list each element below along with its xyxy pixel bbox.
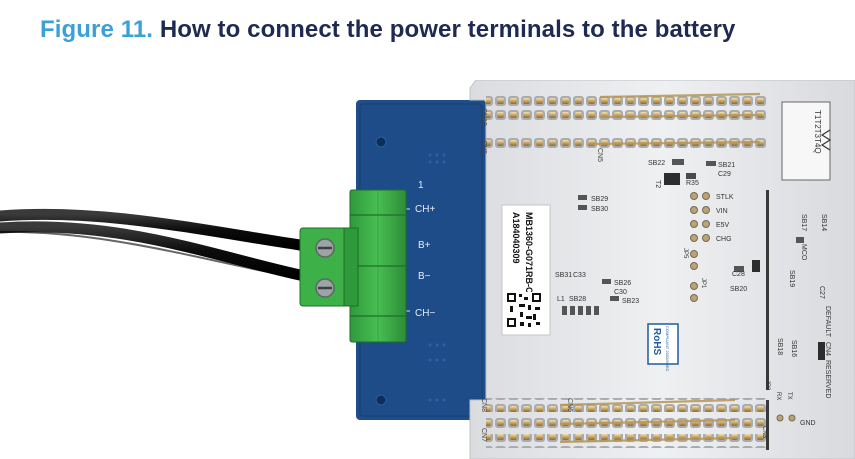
board-photo: 1 CH+ B+ B− CH− [0,80,855,459]
l1-label: L1 [557,296,565,303]
rohs-text: RoHS [651,328,662,356]
mco-label: MCO [800,244,807,261]
connector-ch-plus-label: CH+ [415,204,435,215]
c30-label: C30 [614,289,627,296]
rx-label: RX [775,392,781,400]
cn10-label: CN10 [480,108,487,126]
terminal-plug-cable-side [299,227,359,307]
sb29-label: SB29 [591,196,608,203]
figure-number: Figure 11. [40,16,154,43]
nucleo-board: CN10 CN9 CN5 CN8 CN6 CN7 T1T2T3T4Q SB22 … [469,80,855,459]
cn6-label: CN6 [566,398,573,412]
figure-title: How to connect the power terminals to th… [159,16,736,43]
reserved-label: RESERVED [824,360,831,398]
sb16-label: SB16 [790,340,797,357]
sb26-label: SB26 [614,280,631,287]
cn4-label: CN4 [824,342,831,356]
connector-b-minus-label: B− [418,271,431,282]
gnd-label: GND [800,420,816,427]
e5v-label: E5V [716,222,730,229]
rohs-sub-text: COMPLIANT 2002/95/EC [665,326,670,372]
r35-label: R35 [686,180,699,187]
sb30-label: SB30 [591,206,608,213]
sb31-label: SB31 [555,272,572,279]
qr-code [506,292,542,328]
cn3-label: CN3 [761,426,767,439]
cn9-label: CN9 [480,140,487,154]
connector-pin1-label: 1 [418,180,424,191]
part-number-text: MB1360-G071RB-C01 [524,212,534,304]
c33-label: C33 [573,272,586,279]
c27-label: C27 [818,286,825,299]
sb14-label: SB14 [820,214,827,231]
id-box-label: T1T2T3T4Q [813,110,822,154]
sb19-label: SB19 [788,270,795,287]
sb28-label: SB28 [569,296,586,303]
cn8-label: CN8 [480,398,487,412]
c28-label: C28 [732,271,745,278]
sb22-label: SB22 [648,160,665,167]
c29-label: C29 [718,171,731,178]
sb18-label: SB18 [776,338,783,355]
sb17-label: SB17 [800,214,807,231]
part-number-sticker: MB1360-G071RB-C01 A184040309 [501,204,551,336]
battery-cables [0,208,306,281]
sb23-label: SB23 [622,298,639,305]
vin-label: VIN [716,208,728,215]
connector-ch-minus-label: CH− [415,308,435,319]
rohs-logo: RoHS COMPLIANT 2002/95/EC [647,323,679,372]
jp1-label: JP1 [700,278,706,289]
cn7-label: CN7 [480,428,487,442]
jp2-label: JP2 [764,380,770,391]
serial-text: A184040309 [511,212,521,264]
figure-caption: Figure 11. How to connect the power term… [40,16,735,44]
sb21-label: SB21 [718,162,735,169]
chg-label: CHG [716,236,732,243]
default-label: DEFAULT [824,306,831,338]
sb20-label: SB20 [730,286,747,293]
cn5-label: CN5 [596,148,603,162]
jp5-label: JP5 [682,248,688,259]
t2-label: T2 [654,180,661,188]
stlk-label: STLK [716,194,734,201]
connector-b-plus-label: B+ [418,240,431,251]
tx-label: TX [786,392,792,400]
